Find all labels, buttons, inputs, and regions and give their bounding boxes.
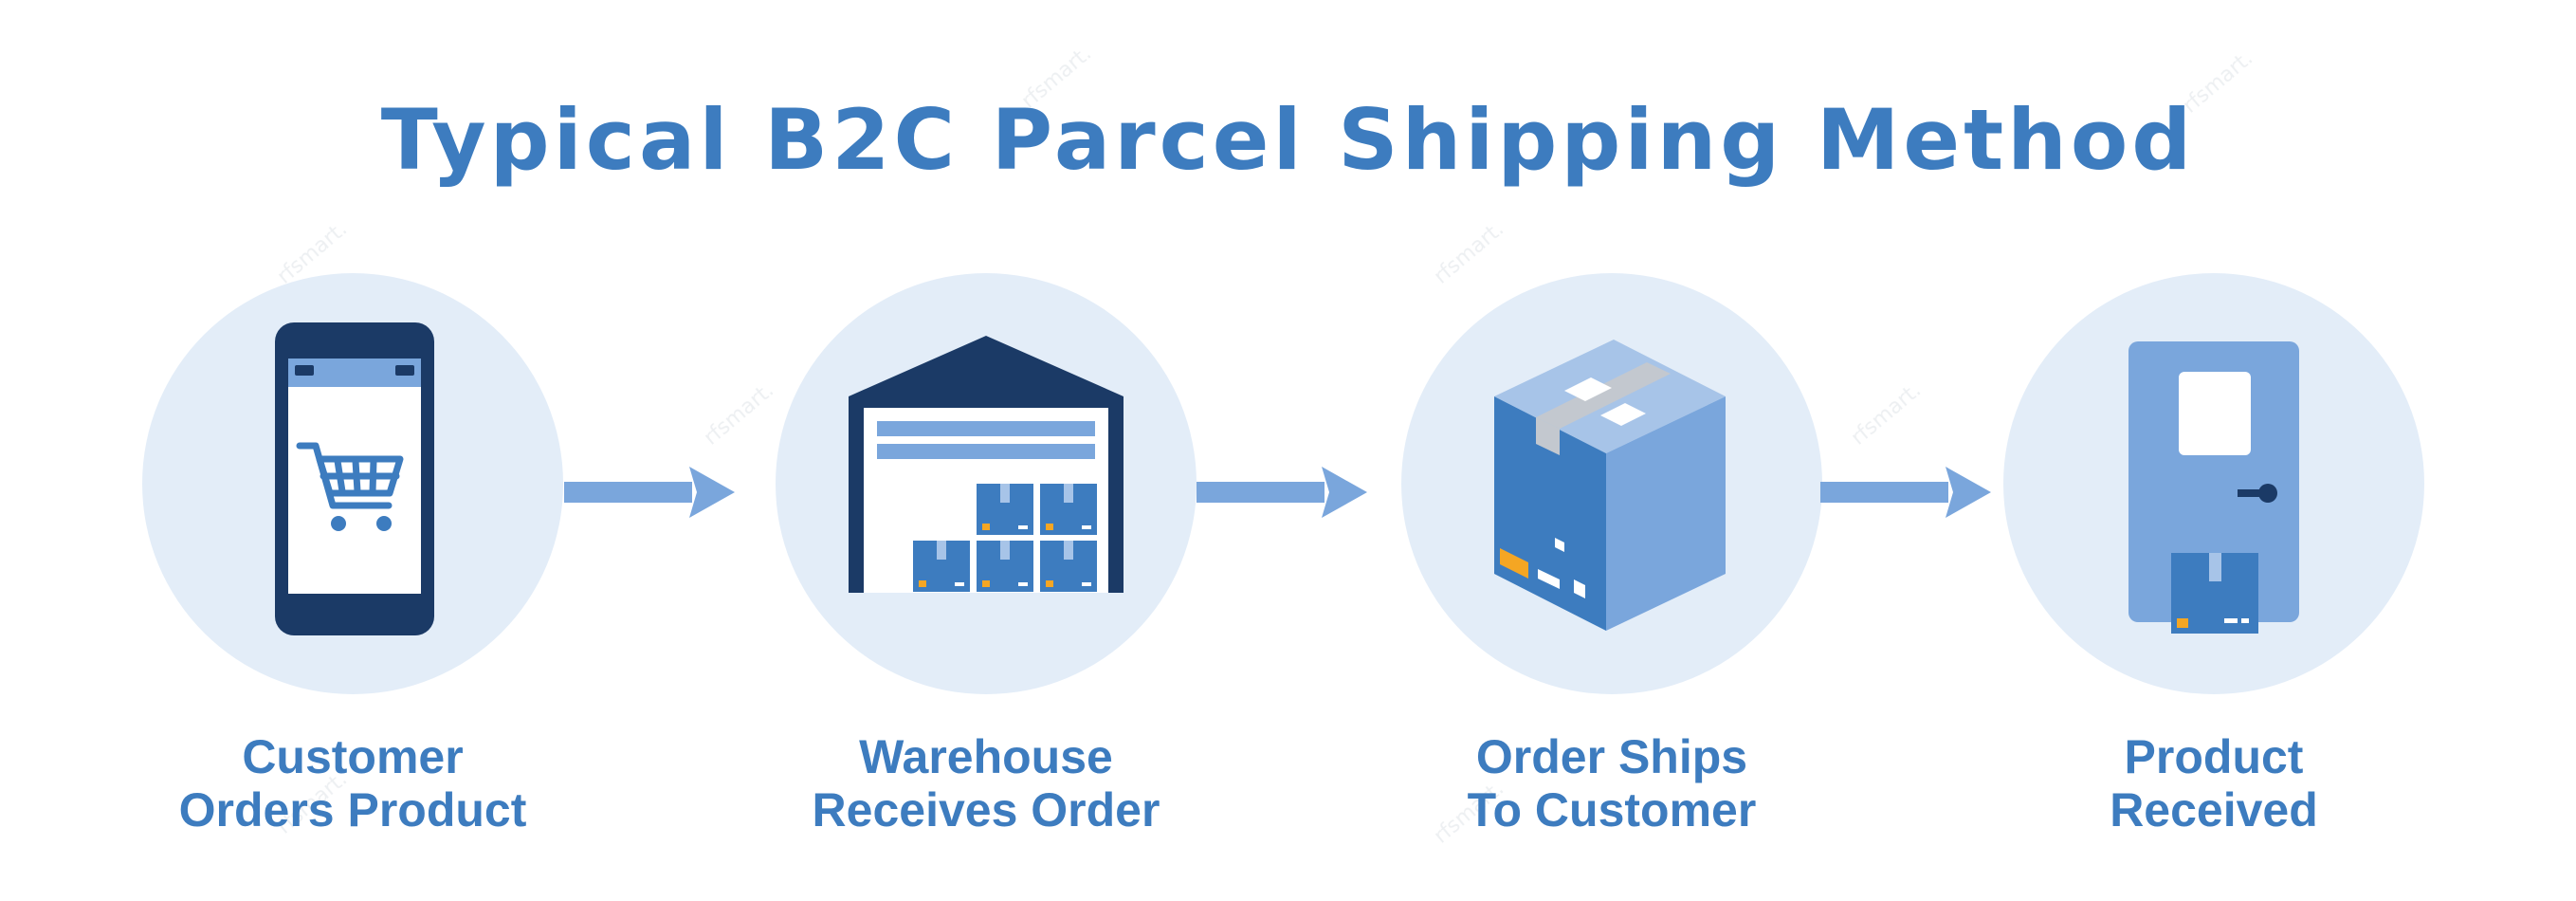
step-label-line: Customer: [242, 730, 464, 783]
step-label-line: To Customer: [1467, 783, 1757, 837]
watermark-text: rfsmart.: [1847, 378, 1926, 450]
diagram-title: Typical B2C Parcel Shipping Method: [380, 91, 2196, 189]
watermark-group: rfsmart. rfsmart. rfsmart. rfsmart. rfsm…: [273, 42, 2257, 849]
watermark-text: rfsmart.: [1430, 217, 1508, 289]
door-package-icon: [2128, 341, 2299, 634]
step-label-line: Order Ships: [1475, 730, 1748, 783]
step-label-line: Warehouse: [859, 730, 1113, 783]
step-label-order-ships-to-customer: Order Ships To Customer: [1346, 730, 1877, 837]
step-label-warehouse-receives-order: Warehouse Receives Order: [721, 730, 1251, 837]
step-label-line: Receives Order: [812, 783, 1160, 837]
step-label-line: Product: [2124, 730, 2304, 783]
step-label-customer-orders-product: Customer Orders Product: [87, 730, 618, 837]
arrow-right-icon: [1820, 467, 1991, 518]
step-label-product-received: Product Received: [1948, 730, 2479, 837]
watermark-text: rfsmart.: [1017, 42, 1096, 114]
step-label-line: Received: [2110, 783, 2318, 837]
arrow-right-icon: [564, 467, 735, 518]
step-label-line: Orders Product: [178, 783, 527, 837]
warehouse-icon: [849, 336, 1124, 593]
watermark-text: rfsmart.: [700, 378, 778, 450]
watermark-text: rfsmart.: [2179, 46, 2257, 119]
shipping-box-icon: [1494, 340, 1726, 631]
smartphone-cart-icon: [275, 322, 434, 635]
arrow-right-icon: [1197, 467, 1367, 518]
